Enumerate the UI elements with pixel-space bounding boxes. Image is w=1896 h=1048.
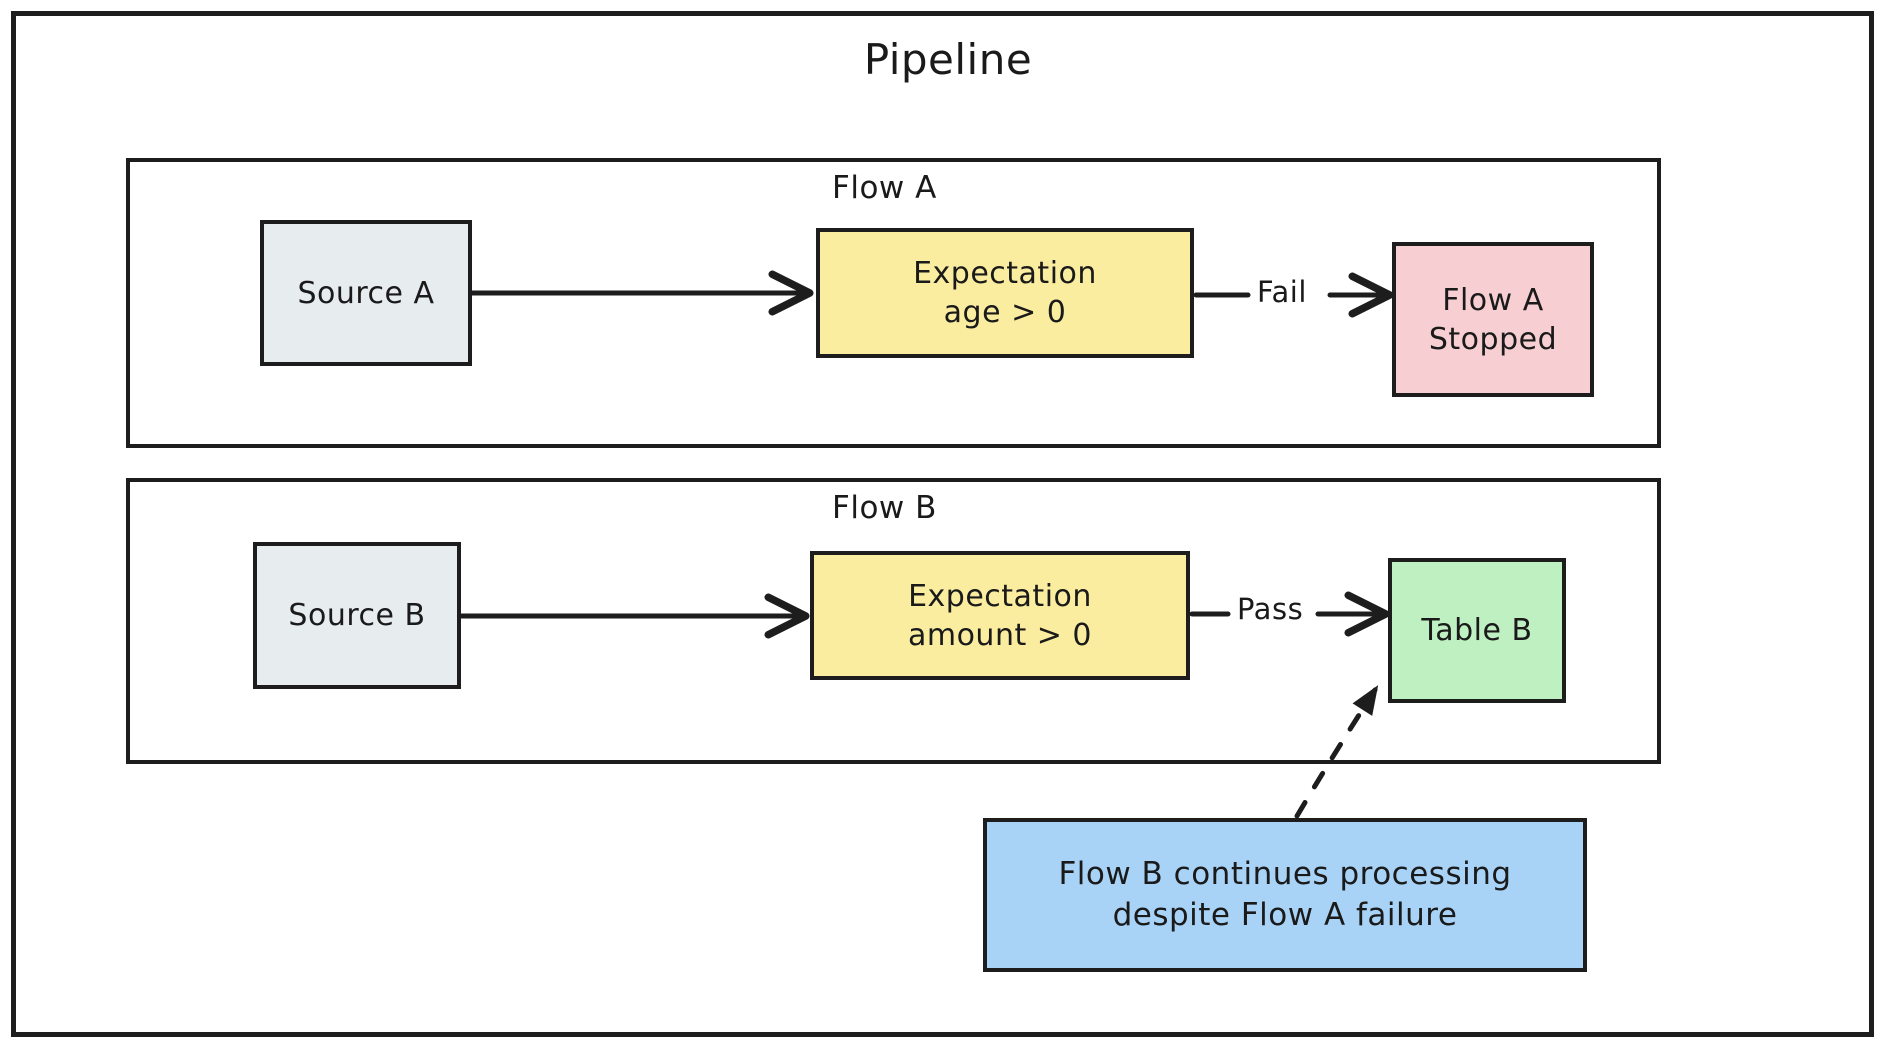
flow-b-container	[126, 478, 1661, 764]
node-expectation-a-line2: age > 0	[943, 295, 1067, 330]
edge-label-fail: Fail	[1253, 275, 1311, 309]
node-expectation-a[interactable]: Expectation age > 0	[816, 228, 1194, 358]
flow-b-label: Flow B	[832, 490, 937, 526]
node-table-b[interactable]: Table B	[1388, 558, 1566, 703]
annotation-line2: despite Flow A failure	[1112, 897, 1458, 933]
flow-a-container	[126, 158, 1661, 448]
node-expectation-a-line1: Expectation	[913, 256, 1097, 291]
flow-a-label: Flow A	[832, 170, 937, 206]
node-table-b-label: Table B	[1421, 613, 1533, 648]
node-expectation-b-line2: amount > 0	[907, 617, 1093, 653]
node-source-a[interactable]: Source A	[260, 220, 472, 366]
edge-label-pass: Pass	[1233, 592, 1308, 626]
page-title: Pipeline	[863, 35, 1033, 84]
node-source-a-label: Source A	[297, 275, 435, 311]
node-source-b-label: Source B	[288, 598, 426, 633]
pipeline-container	[11, 11, 1874, 1037]
annotation-line1: Flow B continues processing	[1058, 856, 1512, 893]
annotation-note[interactable]: Flow B continues processing despite Flow…	[983, 818, 1587, 972]
node-source-b[interactable]: Source B	[253, 542, 461, 689]
node-flow-a-stopped-line1: Flow A	[1442, 282, 1544, 318]
node-expectation-b[interactable]: Expectation amount > 0	[810, 551, 1190, 680]
node-flow-a-stopped[interactable]: Flow A Stopped	[1392, 242, 1594, 397]
node-flow-a-stopped-line2: Stopped	[1428, 321, 1558, 357]
node-expectation-b-line1: Expectation	[908, 578, 1092, 614]
